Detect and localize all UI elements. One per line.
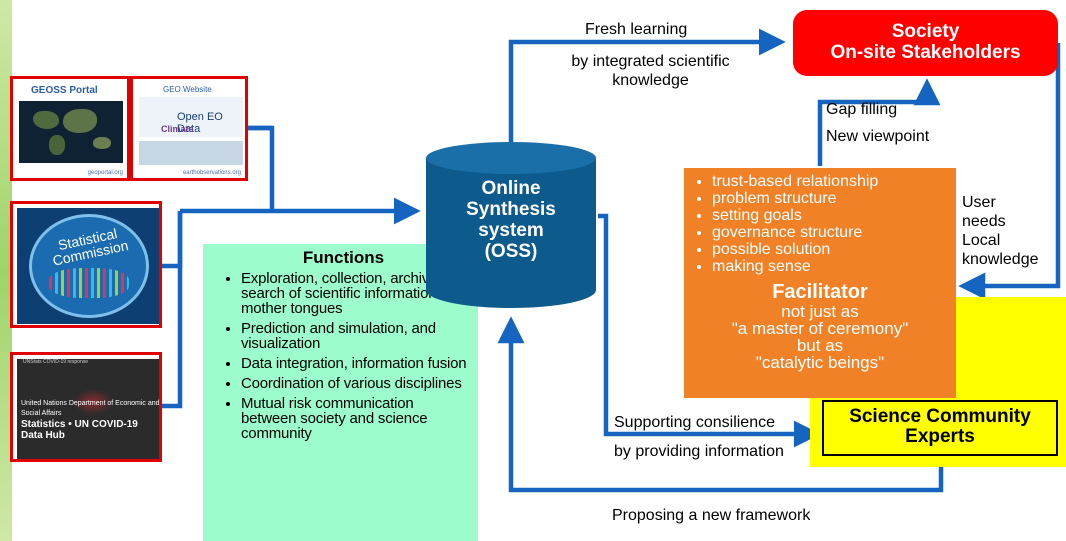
function-item: Coordination of various disciplines [241, 376, 468, 391]
facilitator-item: trust-based relationship [712, 173, 948, 190]
facilitator-item: making sense [712, 258, 948, 275]
facilitator-body-3: but as [796, 336, 844, 355]
function-item: Prediction and simulation, and visualiza… [241, 321, 468, 351]
un-emblem-circle [29, 214, 149, 318]
facilitator-body-2: "a master of ceremony" [731, 319, 909, 338]
dot-graphic [49, 268, 129, 298]
function-item: Exploration, collection, archive and sea… [241, 271, 468, 316]
arrow-statistical-to-oss [162, 211, 183, 269]
word-cloud-image: Open EO Data Climate [139, 97, 243, 137]
un-hub-text: Statistics • UN COVID-19 Data Hub [21, 419, 138, 441]
arrow-facilitator-to-society [817, 78, 941, 166]
facilitator-body-4: "catalytic beings" [755, 353, 885, 372]
user-needs-label: User needs Local knowledge [962, 194, 1039, 268]
science-community-box: Science Community Experts [822, 400, 1058, 456]
arrow-oss-to-science [598, 213, 821, 448]
un-org-text: United Nations Department of Economic an… [21, 400, 160, 417]
cloud-main-word: Open EO Data [177, 111, 223, 135]
facilitator-box: trust-based relationship problem structu… [684, 168, 956, 398]
science-title: Science Community [849, 406, 1031, 427]
arrow-un-to-oss [162, 211, 183, 409]
new-viewpoint-label: New viewpoint [826, 128, 930, 145]
facilitator-body-1: not just as [781, 302, 859, 321]
geoss-url: geoportal.org [87, 170, 123, 176]
oss-database-cylinder [426, 142, 596, 308]
facilitator-item: setting goals [712, 207, 948, 224]
geoss-title: GEOSS Portal [31, 85, 98, 96]
cloud-sub-word: Climate [161, 124, 194, 134]
science-subtitle: Experts [905, 426, 975, 447]
society-subtitle: On-site Stakeholders [830, 42, 1021, 63]
oss-label: Online Synthesis system (OSS) [466, 178, 556, 262]
geo-website-thumbnail: GEO Website Open EO Data Climate earthob… [130, 76, 248, 181]
society-box: Society On-site Stakeholders [793, 10, 1058, 76]
statistical-commission-thumbnail: Statistical Commission [10, 201, 162, 328]
gap-filling-label: Gap filling [826, 101, 898, 118]
arrow-oss-to-society [508, 28, 786, 146]
left-accent-bar [0, 0, 12, 541]
world-map-image [19, 101, 123, 163]
functions-title: Functions [302, 248, 385, 267]
fresh-learning-label: Fresh learning [585, 21, 688, 38]
facilitator-item: governance structure [712, 224, 948, 241]
arrow-society-to-facilitator [958, 43, 1061, 300]
proposing-framework-label: Proposing a new framework [612, 507, 811, 524]
functions-list: Exploration, collection, archive and sea… [219, 271, 468, 441]
photo-strip [139, 141, 243, 165]
un-header-text: UNStats COVID-19 response [23, 359, 89, 365]
facilitator-title: Facilitator [772, 281, 868, 303]
facilitator-list: trust-based relationship problem structu… [692, 173, 948, 275]
geoss-portal-thumbnail: GEOSS Portal geoportal.org [10, 76, 130, 181]
supporting-consilience-label: Supporting consilience [614, 414, 775, 431]
facilitator-item: problem structure [712, 190, 948, 207]
un-covid-hub-thumbnail: UNStats COVID-19 response United Nations… [10, 352, 162, 462]
geo-url: earthobservations.org [182, 170, 241, 176]
providing-information-label: by providing information [614, 443, 784, 460]
arrow-science-to-oss [497, 316, 944, 493]
function-item: Data integration, information fusion [241, 356, 468, 371]
integrated-knowledge-label: by integrated scientific knowledge [571, 53, 730, 89]
geo-title: GEO Website [163, 85, 212, 94]
facilitator-item: possible solution [712, 241, 948, 258]
society-title: Society [891, 21, 960, 42]
function-item: Mutual risk communication between societ… [241, 396, 468, 441]
